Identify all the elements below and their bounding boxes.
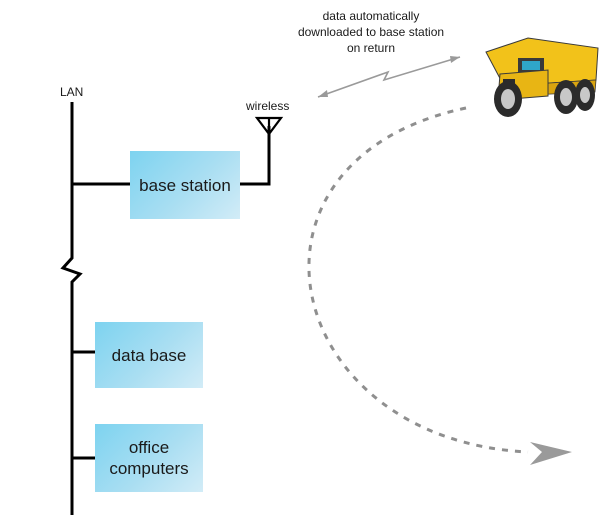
lan-label: LAN [60,85,84,99]
return-path-dashed [307,106,529,454]
lan-bus-line [60,102,83,515]
base-station-label: base station [139,175,231,195]
wireless-label: wireless [246,99,290,113]
data-base-box: data base [95,322,203,388]
wireless-transfer-arrow [317,56,461,98]
data-base-label: data base [111,345,187,365]
base-station-box: base station [130,151,240,219]
antenna-feed-line [240,126,271,186]
return-arrowhead [530,442,572,465]
office-computers-box: office computers [95,424,203,492]
mining-dump-truck-icon [485,37,599,117]
download-note: data automatically downloaded to base st… [297,9,445,55]
office-computers-label: office computers [109,438,189,478]
antenna-icon [254,116,284,136]
